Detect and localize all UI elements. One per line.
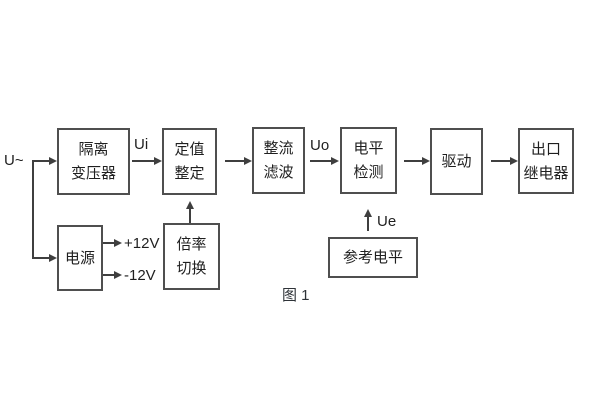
block-label: 隔离 (78, 141, 109, 158)
block-label: 切换 (176, 260, 207, 277)
block-isolation-transformer: 隔离 变压器 (57, 128, 130, 195)
block-power-supply: 电源 (57, 225, 103, 291)
arrow-right-icon (49, 157, 57, 165)
arrow-right-icon (114, 271, 122, 279)
block-label: 电源 (64, 249, 95, 267)
label-uo: Uo (310, 137, 330, 154)
block-label: 电平 (353, 140, 384, 157)
block-label: 倍率 (176, 236, 207, 253)
label-plus12v: +12V (124, 235, 160, 252)
label-ue: Ue (377, 213, 397, 230)
connector-input-trunk (32, 161, 34, 259)
arrow-right-icon (49, 254, 57, 262)
arrow-up-icon (364, 209, 372, 217)
block-label: 整定 (174, 165, 205, 182)
connector-minus12v (103, 274, 115, 276)
arrow-right-icon (510, 157, 518, 165)
connector-input-to-transformer (32, 160, 50, 162)
block-label: 继电器 (523, 164, 569, 182)
block-reference-level: 参考电平 (328, 237, 418, 278)
block-label: 参考电平 (342, 249, 403, 266)
connector-ratio-to-setting (189, 208, 191, 223)
connector-level-to-drive (404, 160, 422, 162)
label-ui: Ui (134, 136, 149, 153)
connector-input-to-power (32, 257, 50, 259)
arrow-right-icon (114, 239, 122, 247)
arrow-right-icon (422, 157, 430, 165)
block-label: 整流 (263, 140, 294, 157)
figure-caption: 图 1 (282, 287, 310, 304)
block-level-detection: 电平 检测 (340, 127, 397, 194)
arrow-right-icon (154, 157, 162, 165)
connector-ui (132, 160, 154, 162)
block-label: 滤波 (263, 164, 294, 181)
block-label: 驱动 (441, 153, 472, 170)
block-drive: 驱动 (430, 128, 483, 195)
block-label: 变压器 (70, 165, 116, 182)
arrow-right-icon (331, 157, 339, 165)
arrow-right-icon (244, 157, 252, 165)
block-label: 检测 (353, 164, 384, 181)
block-setting: 定值 整定 (162, 128, 217, 195)
block-rectifier-filter: 整流 滤波 (252, 127, 305, 194)
block-output-relay: 出口 继电器 (518, 128, 574, 194)
connector-drive-to-relay (491, 160, 510, 162)
connector-setting-to-rectifier (225, 160, 244, 162)
block-label: 定值 (174, 141, 205, 158)
connector-uo (310, 160, 331, 162)
connector-ue (367, 216, 369, 231)
block-ratio-switch: 倍率 切换 (163, 223, 220, 290)
connector-plus12v (103, 242, 115, 244)
label-minus12v: -12V (124, 267, 156, 284)
arrow-up-icon (186, 201, 194, 209)
block-label: 出口 (530, 140, 561, 158)
label-input-voltage: U~ (4, 152, 24, 169)
